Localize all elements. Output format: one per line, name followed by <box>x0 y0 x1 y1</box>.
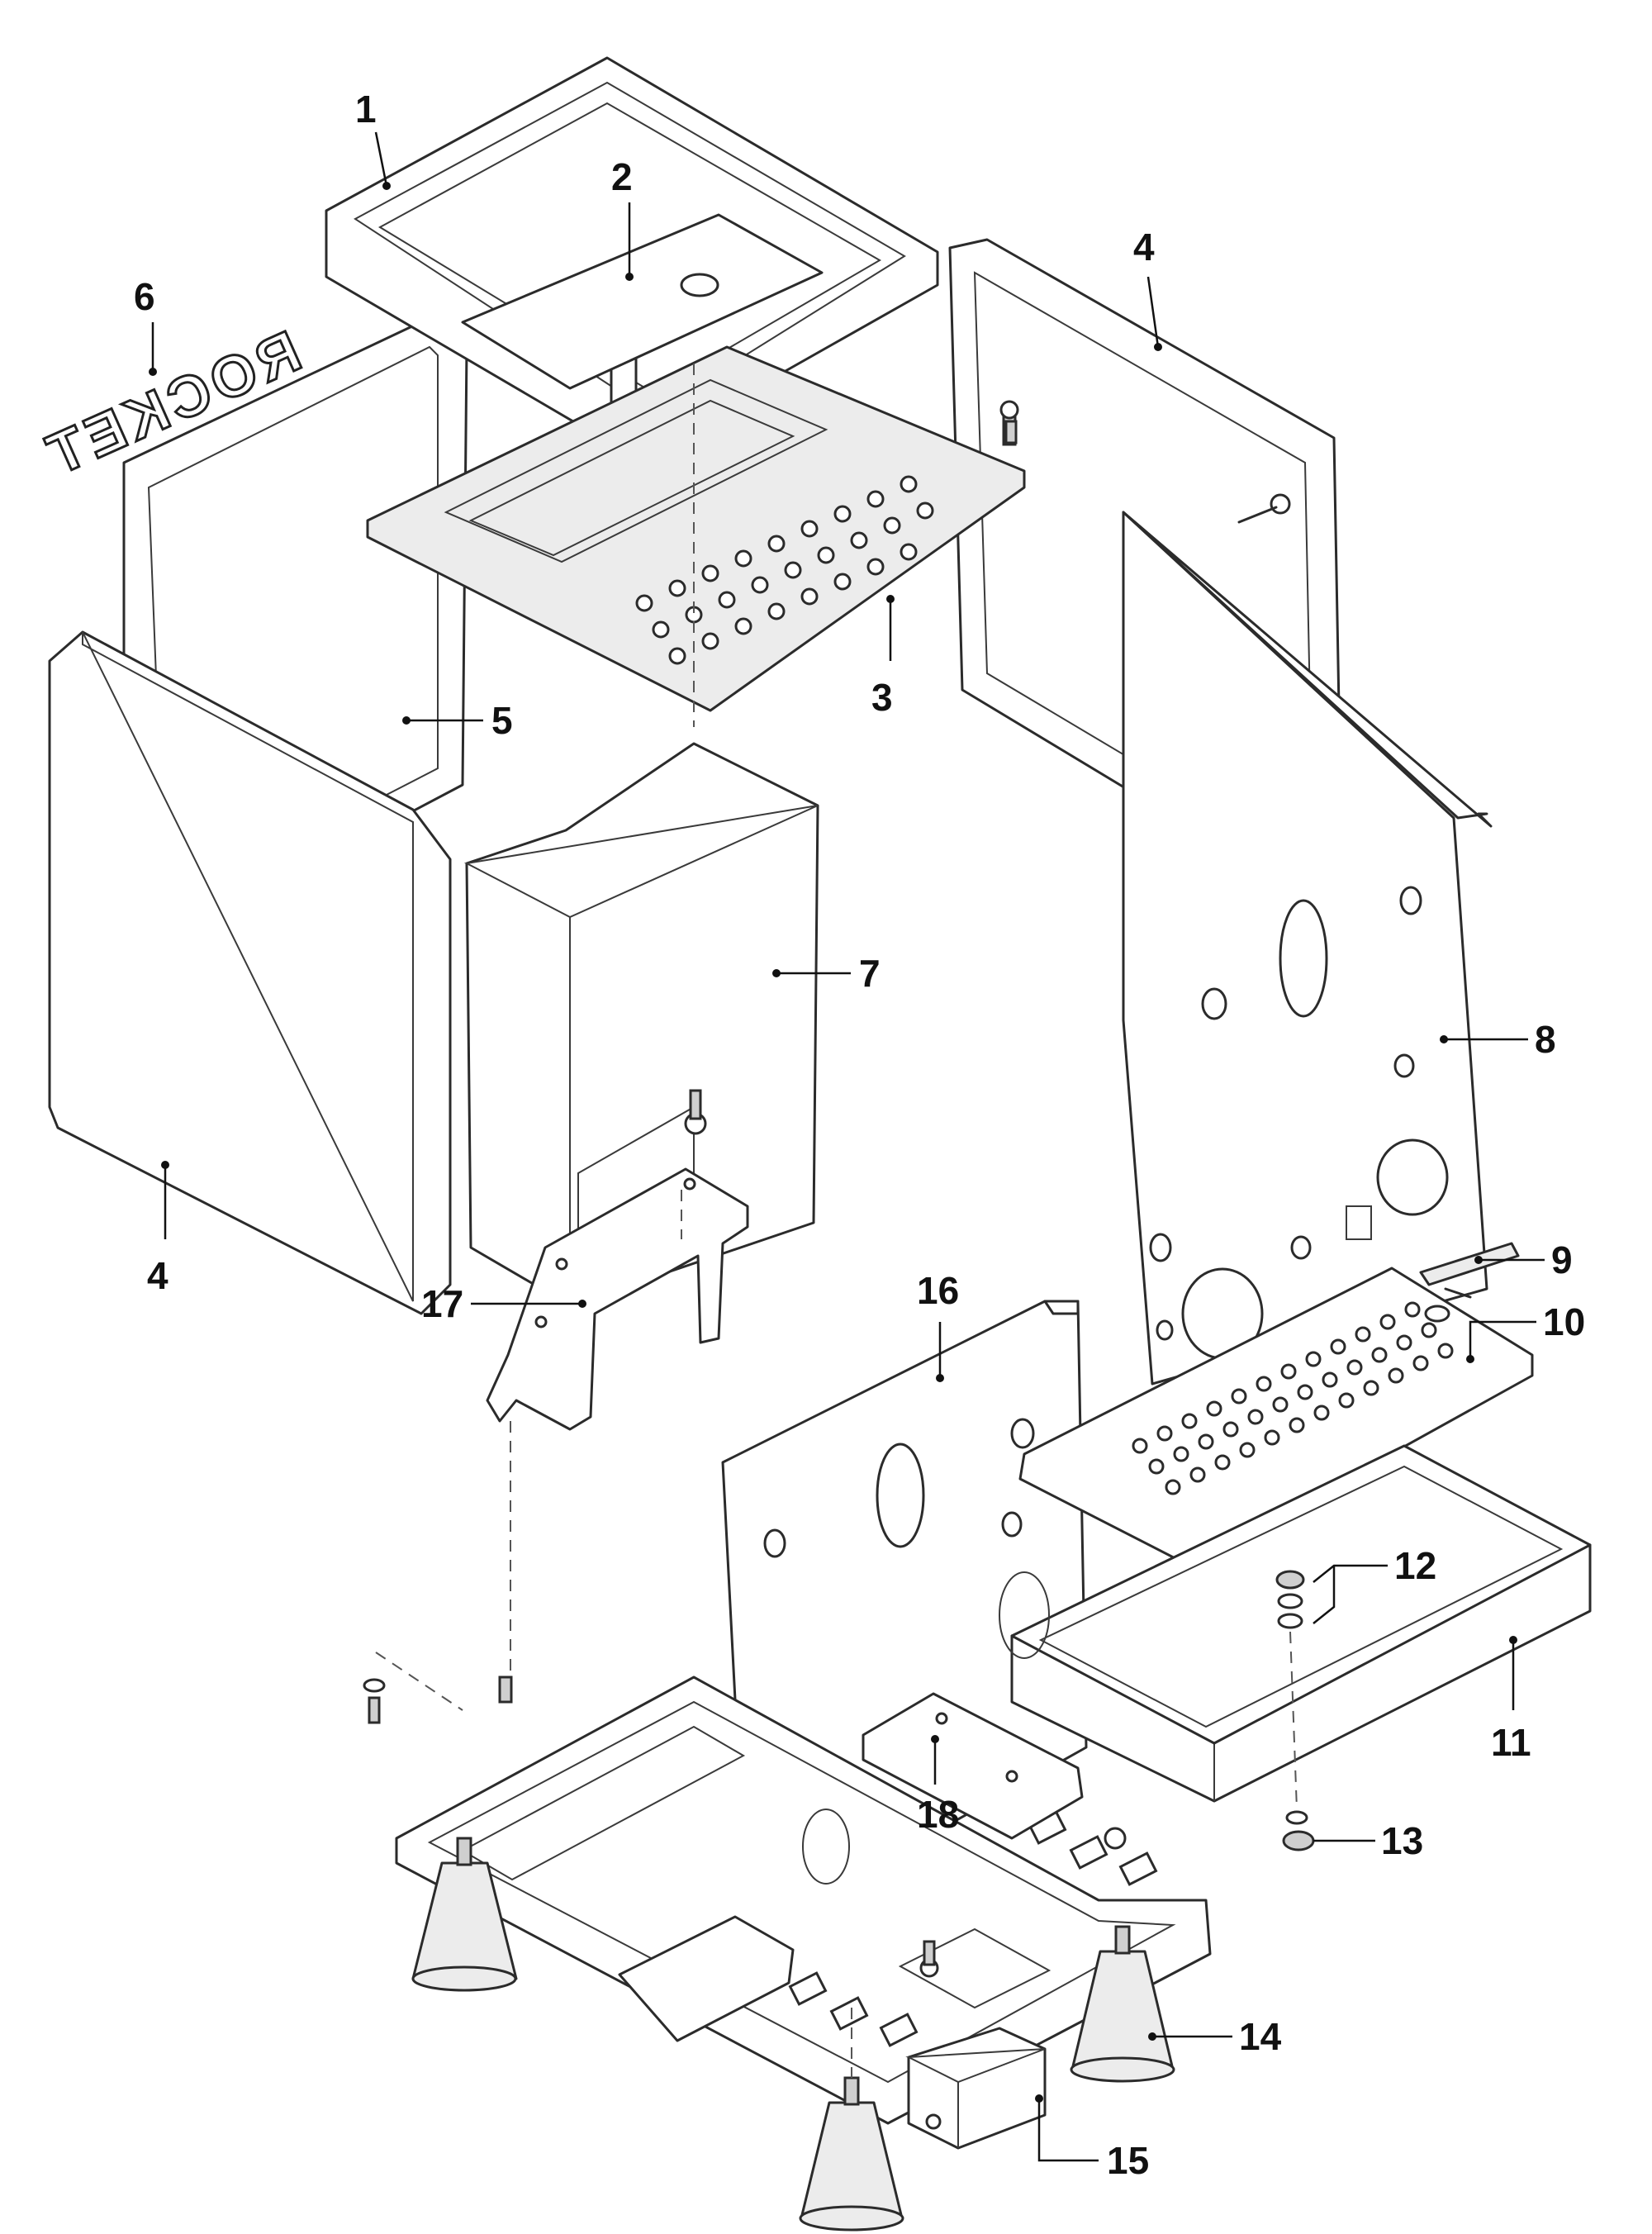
washer-icon <box>1270 493 1291 515</box>
callout-label: 7 <box>859 952 881 995</box>
part-15-cover-box <box>905 2027 1047 2150</box>
callout-2: 2 <box>611 155 634 281</box>
callout-label: 6 <box>134 275 155 318</box>
callout-12: 12 <box>1313 1544 1436 1624</box>
callout-label: 8 <box>1535 1018 1556 1061</box>
part-8-frame-plate <box>1122 511 1493 1386</box>
part-14-foot-front <box>799 2076 904 2232</box>
callout-label: 4 <box>1133 226 1155 269</box>
callout-label: 11 <box>1491 1721 1531 1764</box>
callout-label: 18 <box>917 1793 959 1836</box>
callout-label: 14 <box>1239 2015 1282 2058</box>
assembly-guides <box>375 364 1298 2078</box>
callout-label: 13 <box>1381 1819 1423 1862</box>
callout-label: 15 <box>1107 2139 1149 2182</box>
part-14-foot-rear <box>411 1837 518 1992</box>
callout-17: 17 <box>421 1282 586 1325</box>
callout-label: 3 <box>871 676 893 719</box>
callout-4-right: 4 <box>1133 226 1162 351</box>
callout-label: 1 <box>355 88 377 131</box>
part-3-top-cover <box>366 345 1026 712</box>
callout-10: 10 <box>1466 1300 1585 1363</box>
part-4-left-side-panel <box>48 630 452 1315</box>
screw-icon <box>498 1676 513 1704</box>
part-11-drip-tray <box>1010 1444 1592 1803</box>
part-18-bracket <box>862 1692 1084 1840</box>
screw-icon <box>689 1089 702 1120</box>
callout-label: 9 <box>1551 1238 1573 1281</box>
callout-4-left: 4 <box>147 1161 169 1297</box>
part-2-top-plate <box>461 213 824 390</box>
screw-icon <box>923 1940 936 1966</box>
callout-5: 5 <box>402 699 513 742</box>
callout-label: 16 <box>917 1269 959 1312</box>
loose-fasteners <box>363 1676 1315 1851</box>
callout-7: 7 <box>772 952 881 995</box>
callout-label: 4 <box>147 1254 169 1297</box>
part-7-boiler-housing <box>463 742 819 1307</box>
callout-9: 9 <box>1474 1238 1573 1281</box>
washer-icon <box>1285 1810 1308 1825</box>
part-10-drip-grid <box>1018 1267 1534 1567</box>
callout-8: 8 <box>1440 1018 1556 1061</box>
callout-18: 18 <box>917 1735 959 1836</box>
callout-16: 16 <box>917 1269 959 1382</box>
washer-icon <box>363 1678 386 1693</box>
bolt-icon <box>1237 506 1278 524</box>
callout-label: 5 <box>491 699 513 742</box>
callout-label: 12 <box>1394 1544 1436 1587</box>
screw-icon <box>368 1696 381 1724</box>
vent-holes <box>635 475 934 665</box>
callout-11: 11 <box>1491 1636 1531 1764</box>
callout-13: 13 <box>1313 1819 1423 1862</box>
callout-label: 17 <box>421 1282 463 1325</box>
knob-icon <box>1275 1570 1305 1590</box>
callout-6: 6 <box>134 275 157 376</box>
grid-holes <box>1132 1301 1454 1495</box>
callout-15: 15 <box>1035 2094 1149 2182</box>
part-14-foot-right <box>1070 1925 1175 2083</box>
callout-label: 10 <box>1543 1300 1585 1343</box>
screw-icon <box>1444 1287 1472 1299</box>
callout-1: 1 <box>355 88 391 190</box>
base-slots <box>788 1810 1158 2047</box>
callout-label: 2 <box>611 155 633 198</box>
nut-icon <box>1282 1830 1315 1851</box>
part-17-mounting-bracket <box>486 1167 749 1431</box>
part-9-bracket <box>1419 1242 1520 1299</box>
washer-icon <box>925 2113 942 2130</box>
callout-3: 3 <box>871 595 895 719</box>
screw-icon <box>1004 420 1018 444</box>
callout-14: 14 <box>1148 2015 1282 2058</box>
gear-icon <box>802 1809 850 1885</box>
callouts: 1 2 3 4 4 5 6 <box>134 88 1585 2182</box>
